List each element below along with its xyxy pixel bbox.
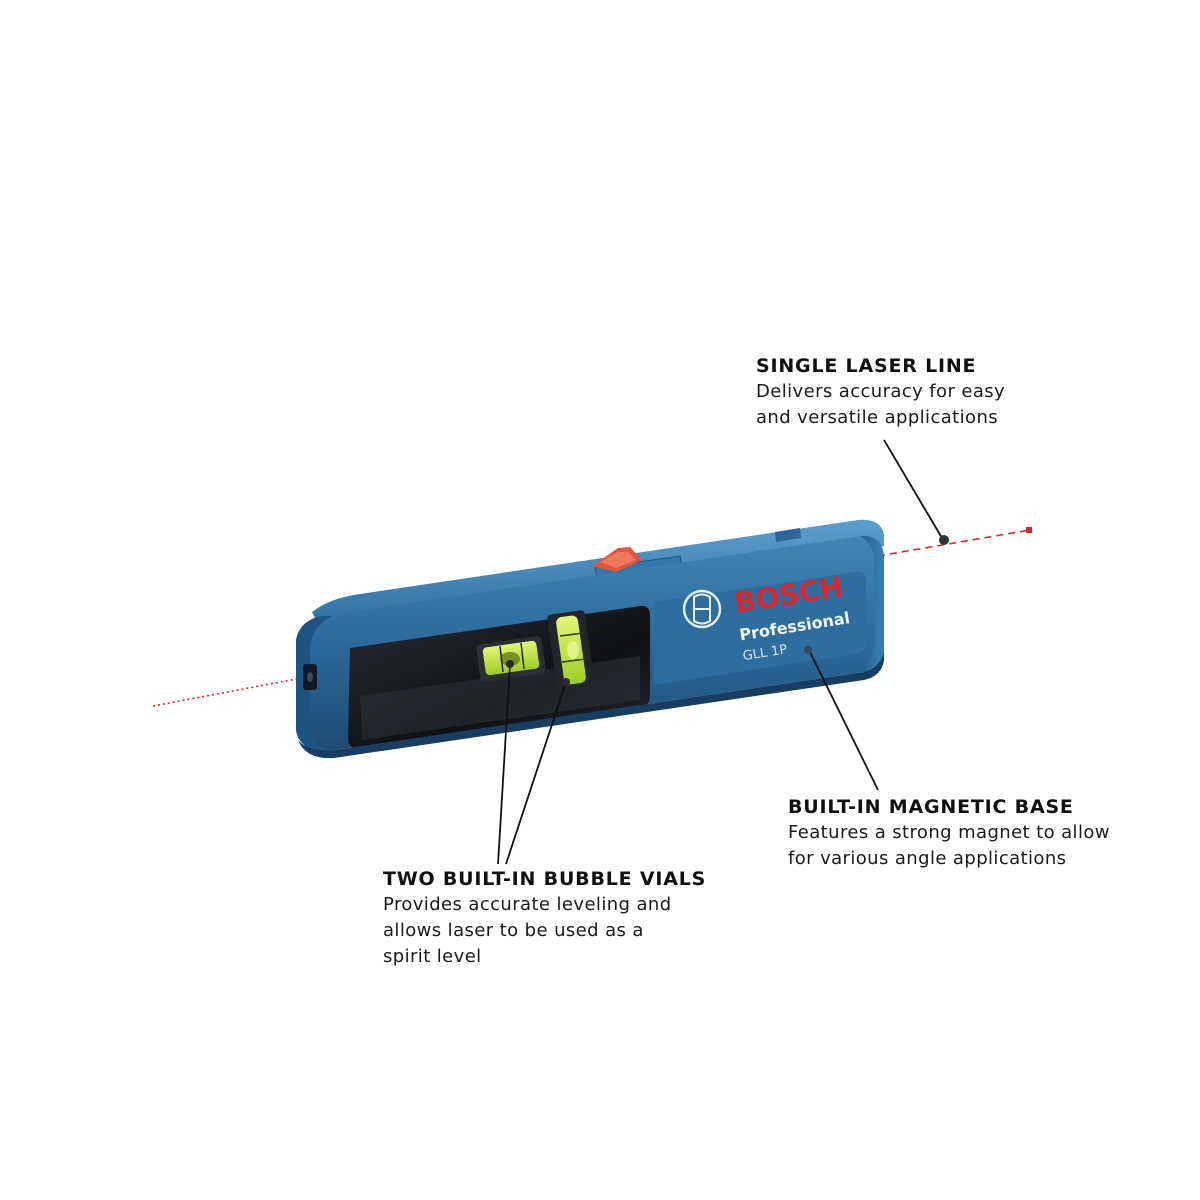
leader-vial-dot-1 xyxy=(506,660,514,668)
laser-line-left xyxy=(152,674,319,707)
horizontal-bubble-vial xyxy=(476,636,546,682)
leader-magnet-dot xyxy=(804,646,812,654)
device-model-text: GLL 1P xyxy=(742,642,789,664)
laser-dot xyxy=(1026,527,1032,533)
callout-magnetic-base: BUILT-IN MAGNETIC BASE Features a strong… xyxy=(788,794,1188,872)
callout-magnet-desc: Features a strong magnet to allow for va… xyxy=(788,822,1110,869)
callout-magnet-title: BUILT-IN MAGNETIC BASE xyxy=(788,796,1074,818)
laser-level-device: BOSCH Professional GLL 1P xyxy=(296,519,884,759)
callout-vials-desc: Provides accurate leveling and allows la… xyxy=(383,894,672,967)
leader-vial-1 xyxy=(497,663,511,865)
callout-single-laser-line: SINGLE LASER LINE Delivers accuracy for … xyxy=(756,353,1136,431)
leader-vial-2 xyxy=(505,681,567,865)
callout-vials-title: TWO BUILT-IN BUBBLE VIALS xyxy=(383,868,707,890)
callout-laser-title: SINGLE LASER LINE xyxy=(756,355,977,377)
leader-laser xyxy=(883,439,943,539)
callout-laser-desc: Delivers accuracy for easy and versatile… xyxy=(756,381,1006,428)
leader-vial-dot-2 xyxy=(562,678,570,686)
callout-bubble-vials: TWO BUILT-IN BUBBLE VIALS Provides accur… xyxy=(383,866,763,970)
bosch-armature-icon xyxy=(682,589,722,629)
leader-lines xyxy=(497,439,943,865)
vertical-bubble-vial xyxy=(547,610,595,692)
leader-magnet xyxy=(809,651,879,791)
laser-line-right xyxy=(877,529,1031,557)
leader-laser-dot xyxy=(939,535,949,545)
